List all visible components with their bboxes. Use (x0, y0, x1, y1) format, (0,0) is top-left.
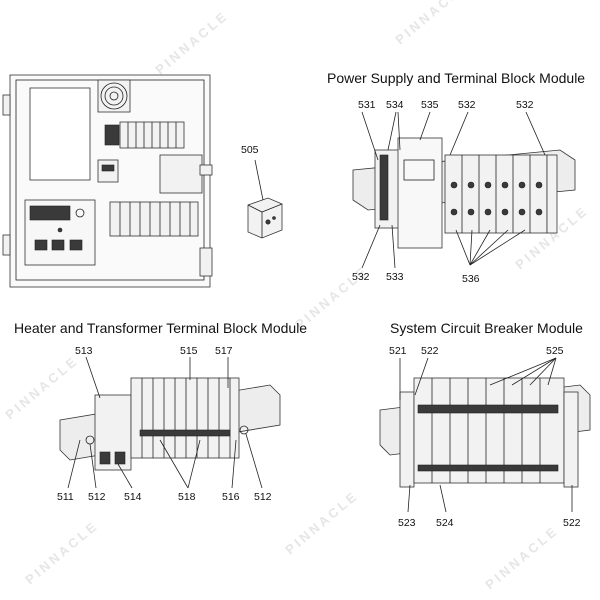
callout-521: 521 (389, 345, 407, 357)
callout-532: 532 (516, 99, 534, 111)
callout-512: 512 (254, 491, 272, 503)
callout-515: 515 (180, 345, 198, 357)
watermark: PINNACLE (2, 353, 81, 423)
callout-517: 517 (215, 345, 233, 357)
title-power-supply-module: Power Supply and Terminal Block Module (327, 70, 586, 86)
fan-icon (100, 82, 128, 110)
title-heater-module: Heater and Transformer Terminal Block Mo… (14, 320, 308, 336)
watermark: PINNACLE (152, 8, 231, 78)
callout-511: 511 (57, 491, 74, 503)
controller-display (29, 205, 71, 221)
hinge-bottom (2, 234, 11, 256)
cable-gland (199, 247, 213, 277)
power-supply-module-illustration (352, 111, 576, 269)
callout-523: 523 (398, 517, 416, 529)
transformer (159, 154, 203, 194)
watermark: PINNACLE (392, 0, 471, 47)
callout-532: 532 (458, 99, 476, 111)
fan-housing (97, 79, 131, 113)
callout-514: 514 (124, 491, 142, 503)
callout-532: 532 (352, 271, 370, 283)
callout-534: 534 (386, 99, 404, 111)
callout-533: 533 (386, 271, 404, 283)
callout-524: 524 (436, 517, 454, 529)
breaker-module-illustration (379, 357, 591, 513)
part-505 (247, 159, 283, 239)
circuit-breakers (413, 377, 565, 484)
callout-536: 536 (462, 273, 480, 285)
watermark: PINNACLE (282, 488, 361, 558)
hinge-top (2, 94, 11, 116)
callout-518: 518 (178, 491, 196, 503)
power-supply (397, 137, 443, 249)
callout-531: 531 (358, 99, 376, 111)
enclosure-illustration (2, 74, 213, 288)
title-breaker-module: System Circuit Breaker Module (390, 320, 583, 336)
terminal-blocks (130, 377, 240, 459)
callout-505: 505 (241, 144, 259, 156)
heater-module-illustration (59, 356, 281, 489)
callout-522: 522 (563, 517, 581, 529)
callout-513: 513 (75, 345, 93, 357)
callout-522: 522 (421, 345, 439, 357)
callout-512: 512 (88, 491, 106, 503)
door-window (29, 87, 91, 181)
terminal-row-bottom (109, 201, 199, 237)
callout-535: 535 (421, 99, 439, 111)
terminal-blocks (444, 154, 548, 234)
callout-525: 525 (546, 345, 564, 357)
watermark: PINNACLE (22, 518, 101, 588)
callout-516: 516 (222, 491, 240, 503)
watermark: PINNACLE (482, 523, 561, 593)
end-clamp (399, 391, 415, 488)
